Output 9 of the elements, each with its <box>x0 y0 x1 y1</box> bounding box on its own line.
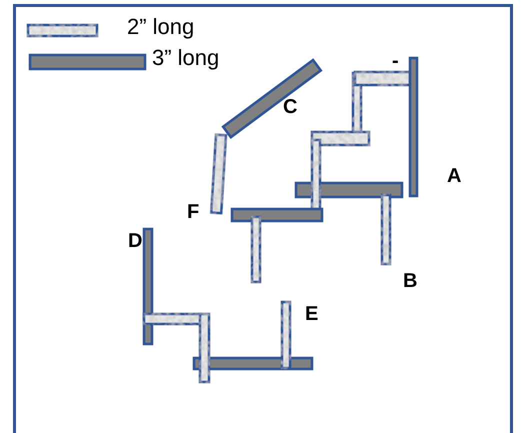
part-label: D <box>128 231 142 251</box>
part-label: F <box>187 202 200 222</box>
part-label: E <box>305 304 318 324</box>
legend-label: 3” long <box>152 47 220 69</box>
part-label: C <box>283 97 298 117</box>
legend-label: 2” long <box>127 16 194 38</box>
part-label: - <box>392 51 399 71</box>
part-label: A <box>447 166 462 186</box>
part-label: B <box>403 271 418 291</box>
